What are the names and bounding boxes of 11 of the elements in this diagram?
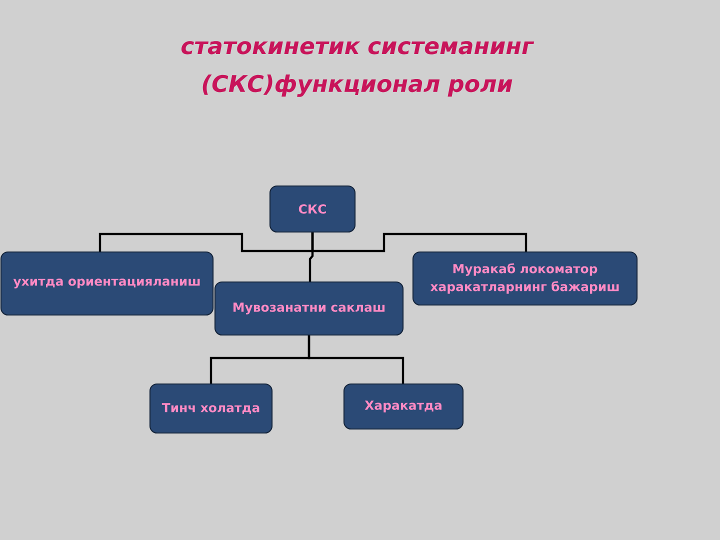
title: статокинетик системанинг (СКС)функционал роли xyxy=(181,41,534,97)
rounded-box: Тинч холатда xyxy=(149,383,273,434)
rounded-box: СКС xyxy=(269,185,356,233)
rounded-box: Муракаб локоматор харакатларнинг бажариш xyxy=(412,251,638,306)
rounded-box: Мувозанатни саклаш xyxy=(214,281,404,336)
rounded-box: Харакатда xyxy=(343,383,464,430)
connector-line xyxy=(308,232,314,282)
connector-line xyxy=(308,336,404,384)
connector-line xyxy=(98,232,314,252)
connector-line xyxy=(311,232,528,252)
rounded-box: ухитда ориентацияланиш xyxy=(0,251,214,316)
